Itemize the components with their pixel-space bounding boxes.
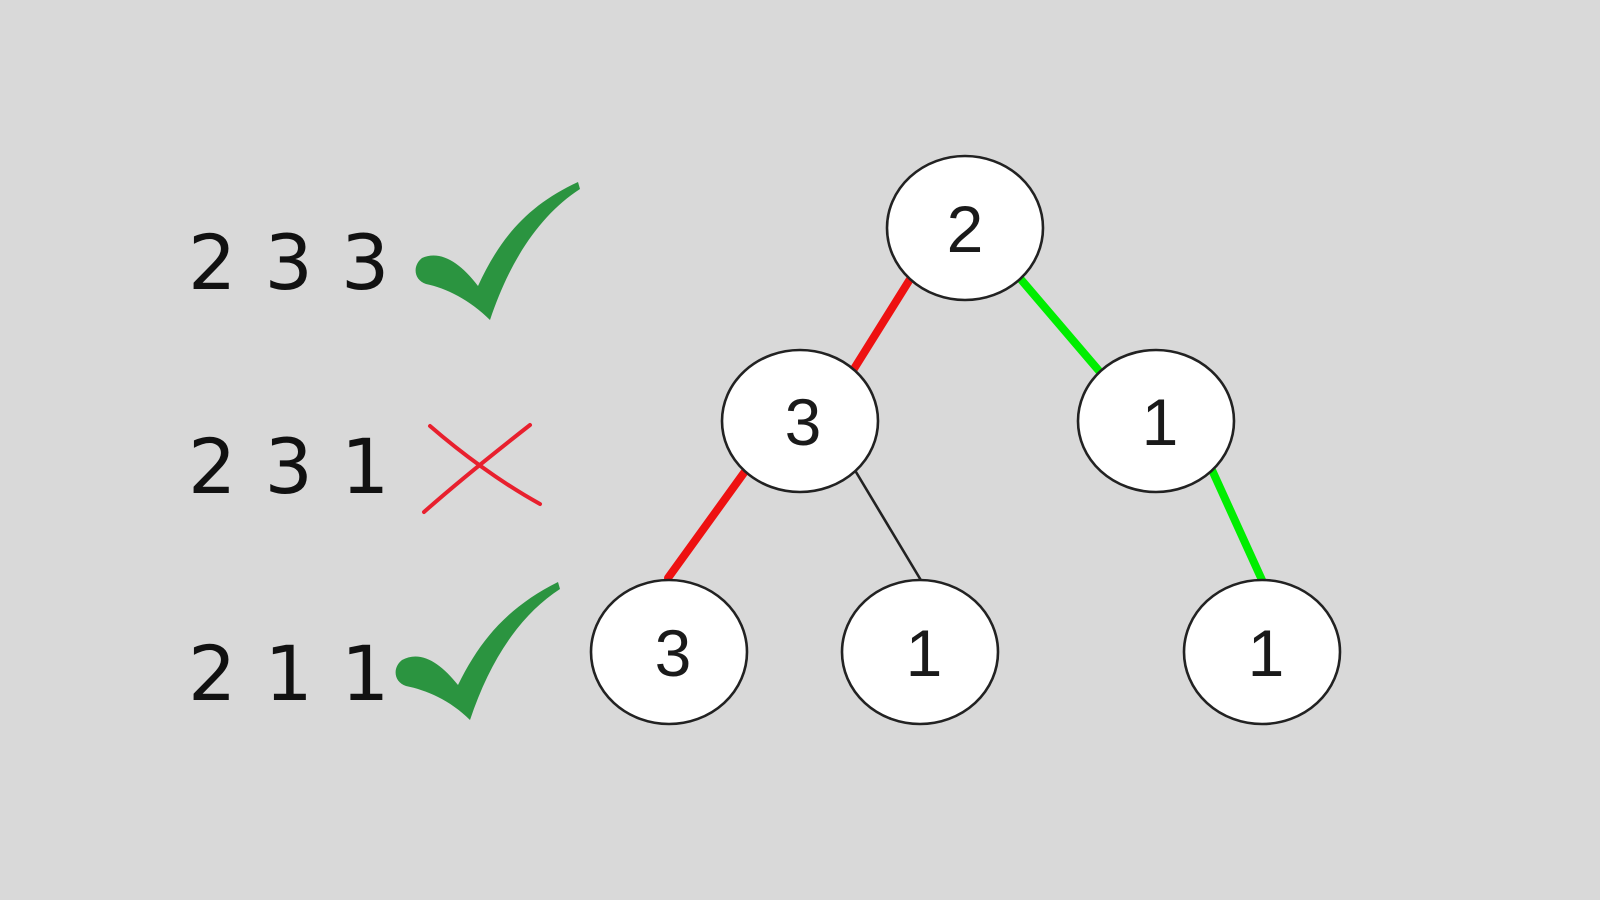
node-label: 1 [906,616,943,690]
node-label: 2 [947,192,984,266]
check-icon [415,182,580,320]
cross-icon [422,423,542,514]
edge-left-left-left [664,466,750,582]
node-circle [589,578,749,726]
node-label: 1 [1142,385,1179,459]
edge-left-left-right [854,470,924,584]
path-list: 2 3 3 2 3 1 2 1 1 [188,218,391,718]
tree-node-left-right: 1 [840,578,1000,726]
tree-edges [664,272,1266,584]
edge-root-right [1014,272,1104,376]
check-icon [395,582,560,720]
cross-stroke-2 [422,423,532,514]
edge-root-left [848,272,916,376]
tree-node-right-right: 1 [1182,578,1342,726]
tree-node-right: 1 [1076,348,1236,494]
path-sequence-3: 2 1 1 [188,629,391,718]
node-circle [840,578,1000,726]
node-circle [885,154,1045,302]
node-circle [720,348,880,494]
cross-stroke-1 [428,424,542,506]
tree-node-left: 3 [720,348,880,494]
node-label: 3 [655,616,692,690]
path-sequence-1: 2 3 3 [188,218,391,307]
tree-node-root: 2 [885,154,1045,302]
path-sequence-2: 2 3 1 [188,422,391,511]
tree-node-left-left: 3 [589,578,749,726]
node-circle [1076,348,1236,494]
edge-right-right-right [1208,466,1266,584]
node-label: 3 [785,385,822,459]
node-label: 1 [1248,616,1285,690]
node-circle [1182,578,1342,726]
